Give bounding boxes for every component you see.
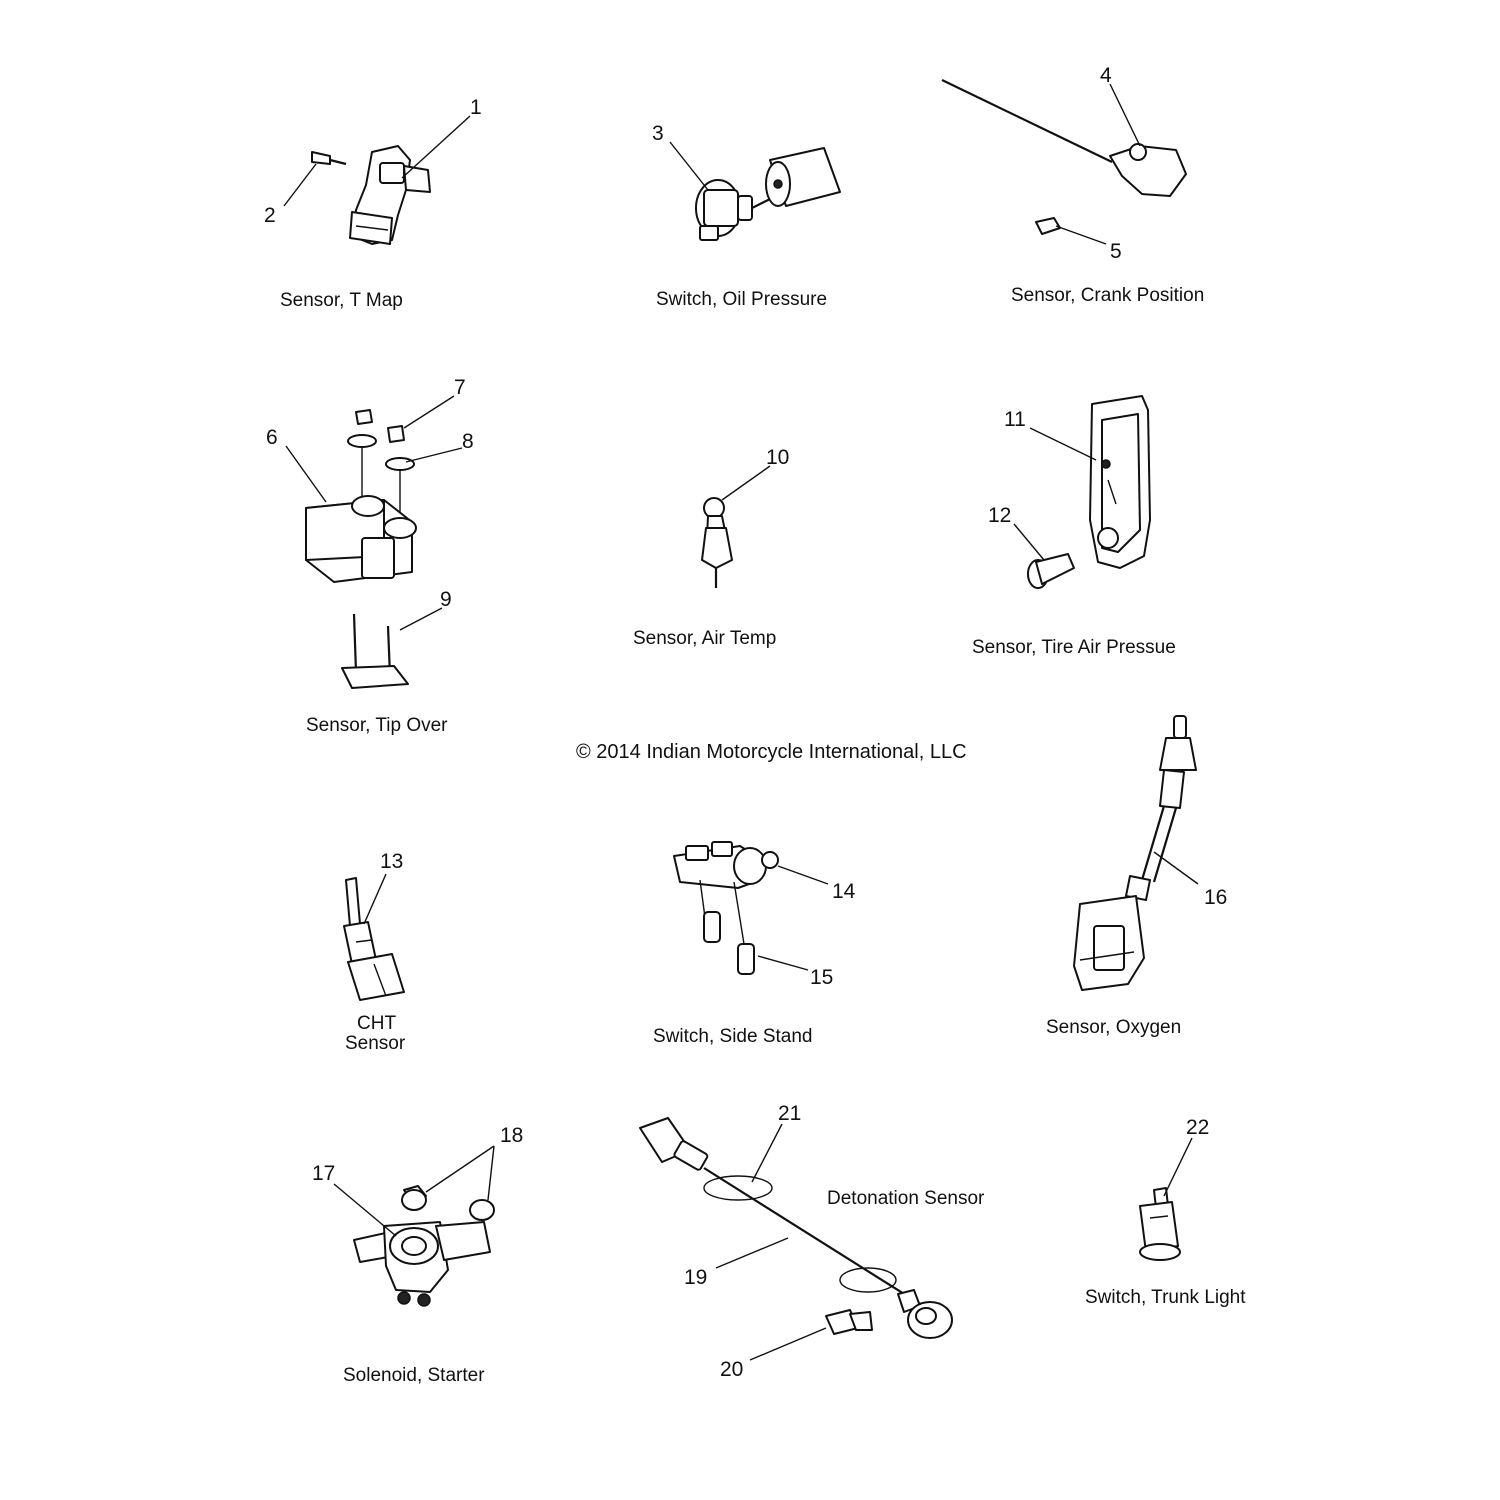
- callout-3: 3: [652, 122, 664, 145]
- detonation-sensor-group: 21 19 20 Detonation Sensor: [639, 1102, 985, 1381]
- crank-position-sensor-drawing: [941, 79, 1187, 235]
- caption-t-map-sensor: Sensor, T Map: [280, 290, 403, 311]
- callout-21: 21: [778, 1102, 801, 1125]
- callout-4: 4: [1100, 64, 1112, 87]
- oil-pressure-switch-group: 3 Switch, Oil Pressure: [652, 122, 841, 310]
- tip-over-sensor-group: 6 7 8 9 Sensor, Tip Over: [266, 376, 474, 736]
- callout-12: 12: [988, 504, 1011, 527]
- callout-7: 7: [454, 376, 466, 399]
- callout-6: 6: [266, 426, 278, 449]
- caption-detonation-sensor: Detonation Sensor: [827, 1188, 985, 1209]
- caption-crank-position-sensor: Sensor, Crank Position: [1011, 285, 1204, 306]
- starter-solenoid-group: 17 18 Solenoid, Starter: [312, 1124, 523, 1386]
- callout-1: 1: [470, 96, 482, 119]
- callout-16: 16: [1204, 886, 1227, 909]
- copyright-notice: © 2014 Indian Motorcycle International, …: [576, 741, 967, 763]
- tire-air-pressure-sensor-drawing: [1027, 395, 1151, 589]
- oil-pressure-switch-drawing: [695, 147, 841, 241]
- oxygen-sensor-drawing: [1073, 715, 1197, 991]
- callout-2: 2: [264, 204, 276, 227]
- cht-sensor-group: 13 CHT Sensor: [343, 850, 406, 1054]
- callout-13: 13: [380, 850, 403, 873]
- t-map-sensor-drawing: [311, 145, 431, 245]
- caption-starter-solenoid: Solenoid, Starter: [343, 1365, 485, 1386]
- caption-air-temp-sensor: Sensor, Air Temp: [633, 628, 776, 649]
- callout-8: 8: [462, 430, 474, 453]
- callout-19: 19: [684, 1266, 707, 1289]
- air-temp-sensor-drawing: [701, 497, 733, 588]
- callout-15: 15: [810, 966, 833, 989]
- trunk-light-switch-drawing: [1139, 1187, 1181, 1261]
- callout-11: 11: [1004, 408, 1026, 431]
- caption-cht-line2: Sensor: [345, 1033, 406, 1054]
- caption-trunk-light-switch: Switch, Trunk Light: [1085, 1287, 1246, 1308]
- air-temp-sensor-group: 10 Sensor, Air Temp: [633, 446, 789, 649]
- callout-14: 14: [832, 880, 856, 903]
- cht-sensor-drawing: [343, 877, 405, 1001]
- caption-oil-pressure-switch: Switch, Oil Pressure: [656, 289, 827, 310]
- callout-22: 22: [1186, 1116, 1209, 1139]
- caption-cht-line1: CHT: [357, 1013, 396, 1034]
- callout-10: 10: [766, 446, 789, 469]
- tip-over-sensor-drawing: [305, 409, 417, 689]
- t-map-sensor-group: 1 2 Sensor, T Map: [264, 96, 482, 311]
- caption-oxygen-sensor: Sensor, Oxygen: [1046, 1017, 1181, 1038]
- crank-position-sensor-group: 4 5 Sensor, Crank Position: [941, 64, 1204, 306]
- detonation-sensor-drawing: [639, 1117, 953, 1339]
- callout-17: 17: [312, 1162, 335, 1185]
- callout-18: 18: [500, 1124, 523, 1147]
- oxygen-sensor-group: 16 Sensor, Oxygen: [1046, 715, 1227, 1038]
- side-stand-switch-drawing: [673, 841, 779, 975]
- caption-side-stand-switch: Switch, Side Stand: [653, 1026, 812, 1047]
- tire-air-pressure-sensor-group: 11 12 Sensor, Tire Air Pressue: [972, 395, 1176, 658]
- starter-solenoid-drawing: [353, 1185, 495, 1307]
- callout-5: 5: [1110, 240, 1122, 263]
- side-stand-switch-group: 14 15 Switch, Side Stand: [653, 841, 856, 1047]
- callout-20: 20: [720, 1358, 743, 1381]
- caption-tip-over-sensor: Sensor, Tip Over: [306, 715, 448, 736]
- caption-tire-air-pressure-sensor: Sensor, Tire Air Pressue: [972, 637, 1176, 658]
- trunk-light-switch-group: 22 Switch, Trunk Light: [1085, 1116, 1246, 1308]
- callout-9: 9: [440, 588, 452, 611]
